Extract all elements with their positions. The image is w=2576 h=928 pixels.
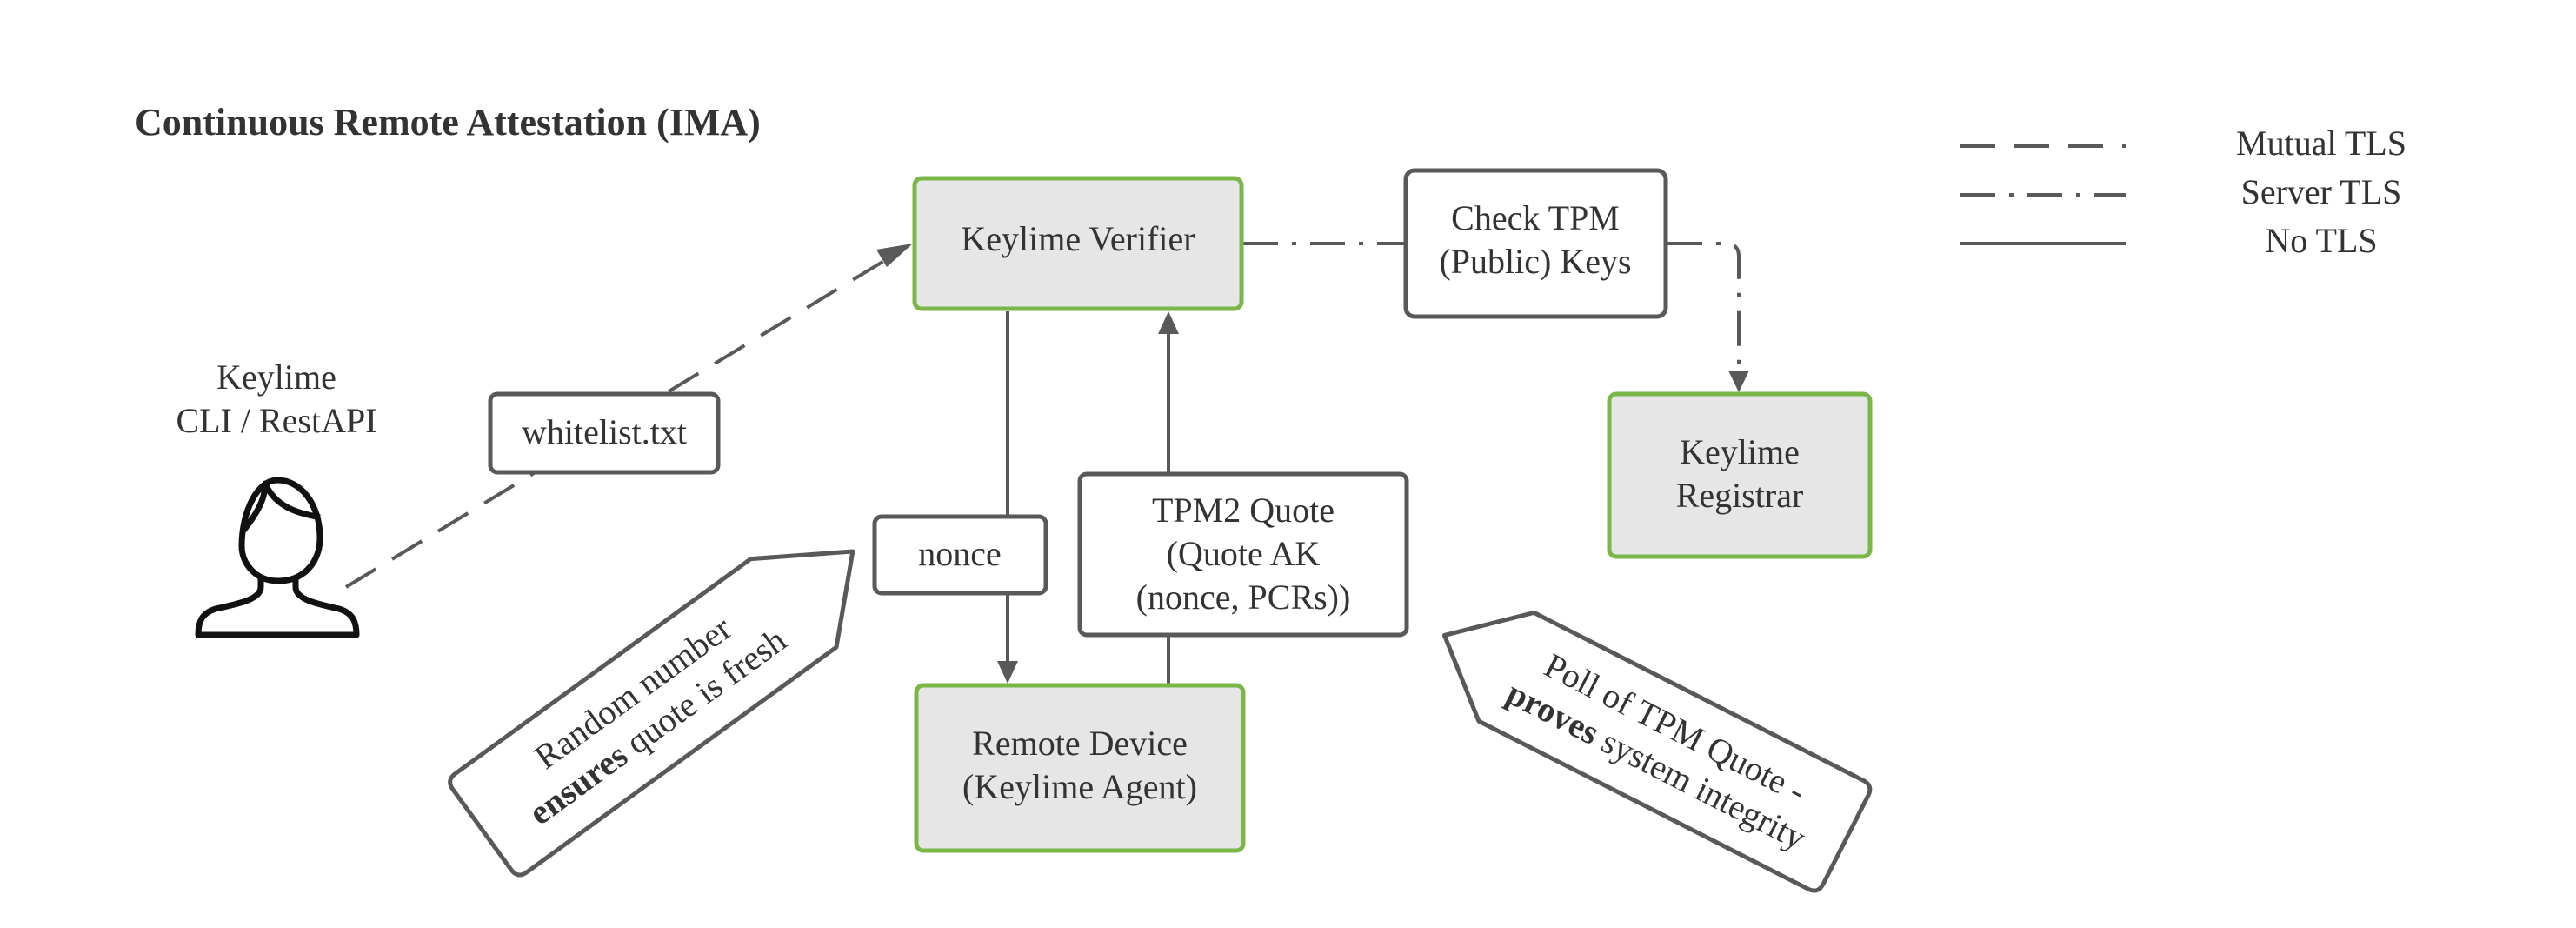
quote-label-line1: TPM2 Quote: [1152, 491, 1335, 530]
legend-mutual-tls-label: Mutual TLS: [2236, 124, 2406, 163]
nonce-label: nonce: [918, 534, 1002, 573]
poll-callout-shape: [1441, 610, 1873, 893]
tpm-quote-node: TPM2 Quote (Quote AK (nonce, PCRs)): [1077, 471, 1409, 638]
registrar-arrowhead: [1728, 371, 1749, 392]
random-callout-shape: [448, 549, 855, 878]
legend-server-tls-label: Server TLS: [2241, 172, 2402, 211]
user-icon: [195, 477, 360, 638]
cli-actor: Keylime CLI / RestAPI: [176, 357, 377, 638]
keylime-verifier-node: Keylime Verifier: [912, 176, 1244, 311]
quote-label-line3: (nonce, PCRs)): [1136, 577, 1351, 617]
cli-label-line2: CLI / RestAPI: [176, 401, 376, 440]
poll-quote-callout: Poll of TPM Quote - proves system integr…: [1441, 610, 1873, 893]
checkkeys-to-registrar-connector: [1667, 242, 1741, 372]
cli-label-line1: Keylime: [216, 357, 336, 397]
legend-no-tls-label: No TLS: [2265, 221, 2377, 260]
verifier-arrowhead-from-quote: [1158, 311, 1179, 334]
device-label-line1: Remote Device: [972, 724, 1188, 763]
device-label-line2: (Keylime Agent): [962, 767, 1197, 806]
registrar-label-line2: Registrar: [1676, 476, 1804, 515]
diagram-title: Continuous Remote Attestation (IMA): [135, 101, 761, 144]
check-keys-label-line2: (Public) Keys: [1439, 242, 1631, 281]
keylime-registrar-node: Keylime Registrar: [1607, 391, 1873, 559]
verifier-arrowhead-from-cli: [876, 244, 913, 267]
legend: Mutual TLS Server TLS No TLS: [1960, 124, 2406, 260]
remote-device-node: Remote Device (Keylime Agent): [914, 683, 1246, 853]
device-arrowhead: [997, 661, 1018, 684]
whitelist-node: whitelist.txt: [488, 391, 721, 475]
verifier-label: Keylime Verifier: [961, 219, 1195, 258]
check-keys-node: Check TPM (Public) Keys: [1403, 168, 1668, 319]
random-number-callout: Random number ensures quote is fresh: [448, 549, 855, 878]
registrar-label-line1: Keylime: [1680, 432, 1800, 471]
whitelist-label: whitelist.txt: [522, 412, 687, 451]
nonce-node: nonce: [872, 514, 1048, 596]
quote-label-line2: (Quote AK: [1167, 534, 1321, 573]
check-keys-label-line1: Check TPM: [1451, 198, 1620, 237]
